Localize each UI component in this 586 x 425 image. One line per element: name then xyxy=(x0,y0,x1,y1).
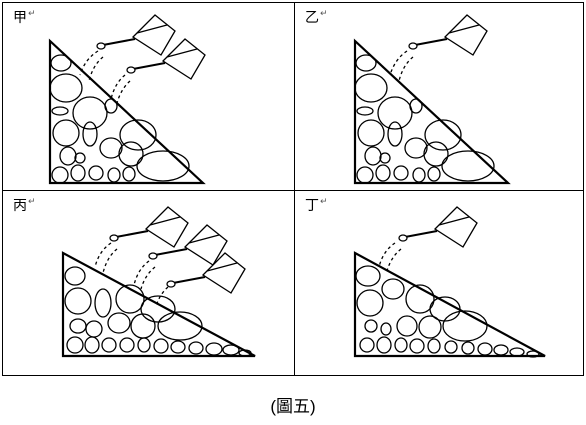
panel-label: 丙↵ xyxy=(13,195,36,215)
watering-can-icon xyxy=(148,224,228,266)
panel-label-text: 丁 xyxy=(305,198,319,214)
return-mark: ↵ xyxy=(28,9,36,20)
panel-jia: 甲↵ xyxy=(3,3,293,189)
return-mark: ↵ xyxy=(320,9,328,20)
grid-divider-vertical xyxy=(294,3,295,375)
panel-label: 乙↵ xyxy=(305,7,328,27)
watering-can-icon xyxy=(109,206,189,248)
panel-jia-drawing xyxy=(48,14,206,185)
watering-can-icon xyxy=(398,206,478,248)
watering-can-icon xyxy=(126,38,206,80)
figure-grid: 甲↵ xyxy=(2,2,584,376)
figure-caption: (圖五) xyxy=(270,397,316,416)
water-stream xyxy=(94,242,169,308)
panel-label-text: 乙 xyxy=(305,10,319,26)
water-stream xyxy=(389,50,414,82)
panel-yi-drawing xyxy=(353,14,511,185)
rock-pile xyxy=(49,54,190,184)
panel-label-text: 丙 xyxy=(13,198,27,214)
rock-pile xyxy=(355,265,540,358)
panel-label-text: 甲 xyxy=(13,10,27,26)
return-mark: ↵ xyxy=(28,197,36,208)
water-stream xyxy=(378,242,402,272)
return-mark: ↵ xyxy=(320,197,328,208)
panel-ding-drawing xyxy=(353,206,546,358)
watering-can-icon xyxy=(166,252,246,294)
watering-can-icon xyxy=(408,14,488,56)
panel-ding: 丁↵ xyxy=(295,191,585,377)
panel-bing-drawing xyxy=(61,206,256,358)
slope-triangle xyxy=(61,251,256,358)
panel-label: 甲↵ xyxy=(13,7,36,27)
slope-triangle xyxy=(353,38,511,185)
watering-can-icon xyxy=(96,14,176,56)
slope-triangle xyxy=(353,251,546,358)
water-stream xyxy=(79,50,131,104)
slope-triangle xyxy=(48,38,206,185)
panel-label: 丁↵ xyxy=(305,195,328,215)
rock-pile xyxy=(354,54,495,184)
panel-bing: 丙↵ xyxy=(3,191,293,377)
panel-yi: 乙↵ xyxy=(295,3,585,189)
rock-pile xyxy=(64,266,252,357)
grid-divider-horizontal xyxy=(3,190,583,191)
